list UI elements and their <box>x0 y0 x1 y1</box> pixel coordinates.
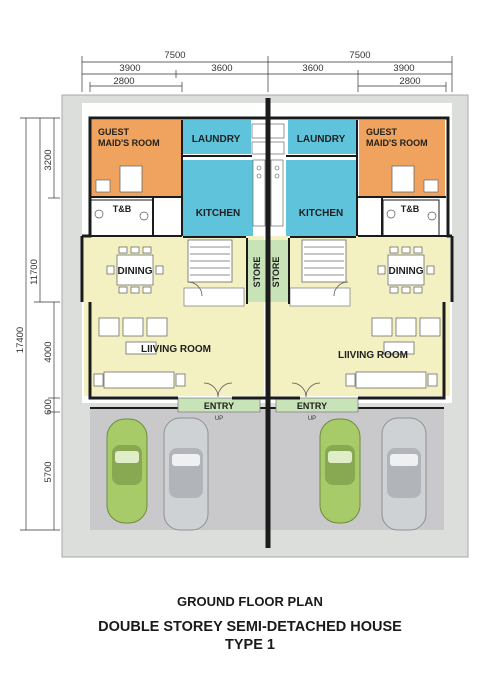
left-unit <box>84 120 267 413</box>
laundry-right <box>288 120 356 154</box>
floor-plan: 7500 7500 3900 3600 3600 3900 2800 2800 … <box>15 50 469 558</box>
dim-left-600: 600 <box>43 399 54 415</box>
cars <box>106 417 427 531</box>
dim-top-total-right: 7500 <box>349 50 370 61</box>
label-guest-left-2: MAID'S ROOM <box>98 138 160 148</box>
car-silver-right <box>381 417 427 531</box>
store-left <box>248 240 266 302</box>
dim-left-4000: 4000 <box>43 341 54 362</box>
label-kitchen-right: KITCHEN <box>299 208 343 219</box>
dim-left-3200: 3200 <box>43 149 54 170</box>
label-living-right: LIIVING ROOM <box>338 350 408 361</box>
label-tb-left: T&B <box>113 204 132 214</box>
label-guest-left-1: GUEST <box>98 127 130 137</box>
car-green-right <box>319 418 361 524</box>
dim-top-small-right: 2800 <box>399 76 420 87</box>
dim-left-5700: 5700 <box>43 461 54 482</box>
dim-top-mid-left-1: 3900 <box>119 63 140 74</box>
house-type: TYPE 1 <box>225 637 275 653</box>
car-silver-left <box>163 417 209 531</box>
dimension-lines-top <box>81 56 453 92</box>
label-store-right: STORE <box>271 257 281 288</box>
dim-left-total: 17400 <box>15 327 26 353</box>
label-living-left: LIIVING ROOM <box>141 344 211 355</box>
dim-left-upper: 11700 <box>29 259 40 285</box>
label-store-left: STORE <box>252 257 262 288</box>
label-laundry-left: LAUNDRY <box>192 134 241 145</box>
label-kitchen-left: KITCHEN <box>196 208 240 219</box>
kitchen-right <box>286 160 356 236</box>
store-right <box>270 240 288 302</box>
plan-title: GROUND FLOOR PLAN <box>177 594 323 609</box>
living-dining-left <box>84 236 264 396</box>
label-up-left: UP <box>215 416 223 422</box>
label-guest-right-1: GUEST <box>366 127 398 137</box>
label-up-right: UP <box>308 416 316 422</box>
dim-top-total-left: 7500 <box>164 50 185 61</box>
label-tb-right: T&B <box>401 204 420 214</box>
laundry-left <box>183 120 251 154</box>
label-entry-left: ENTRY <box>204 401 234 411</box>
label-dining-right: DINING <box>389 266 424 277</box>
car-green-left <box>106 418 148 524</box>
dim-top-mid-right-2: 3900 <box>393 63 414 74</box>
right-unit <box>269 120 450 413</box>
label-guest-right-2: MAID'S ROOM <box>366 138 428 148</box>
dim-top-mid-right-1: 3600 <box>302 63 323 74</box>
dimension-lines-left <box>20 117 60 531</box>
entry-step-right <box>275 397 359 413</box>
label-laundry-right: LAUNDRY <box>297 134 346 145</box>
dim-top-small-left: 2800 <box>113 76 134 87</box>
dim-top-mid-left-2: 3600 <box>211 63 232 74</box>
label-entry-right: ENTRY <box>297 401 327 411</box>
kitchen-left <box>183 160 253 236</box>
label-dining-left: DINING <box>118 266 153 277</box>
house-title: DOUBLE STOREY SEMI-DETACHED HOUSE <box>98 619 402 635</box>
entry-step-left <box>177 397 261 413</box>
